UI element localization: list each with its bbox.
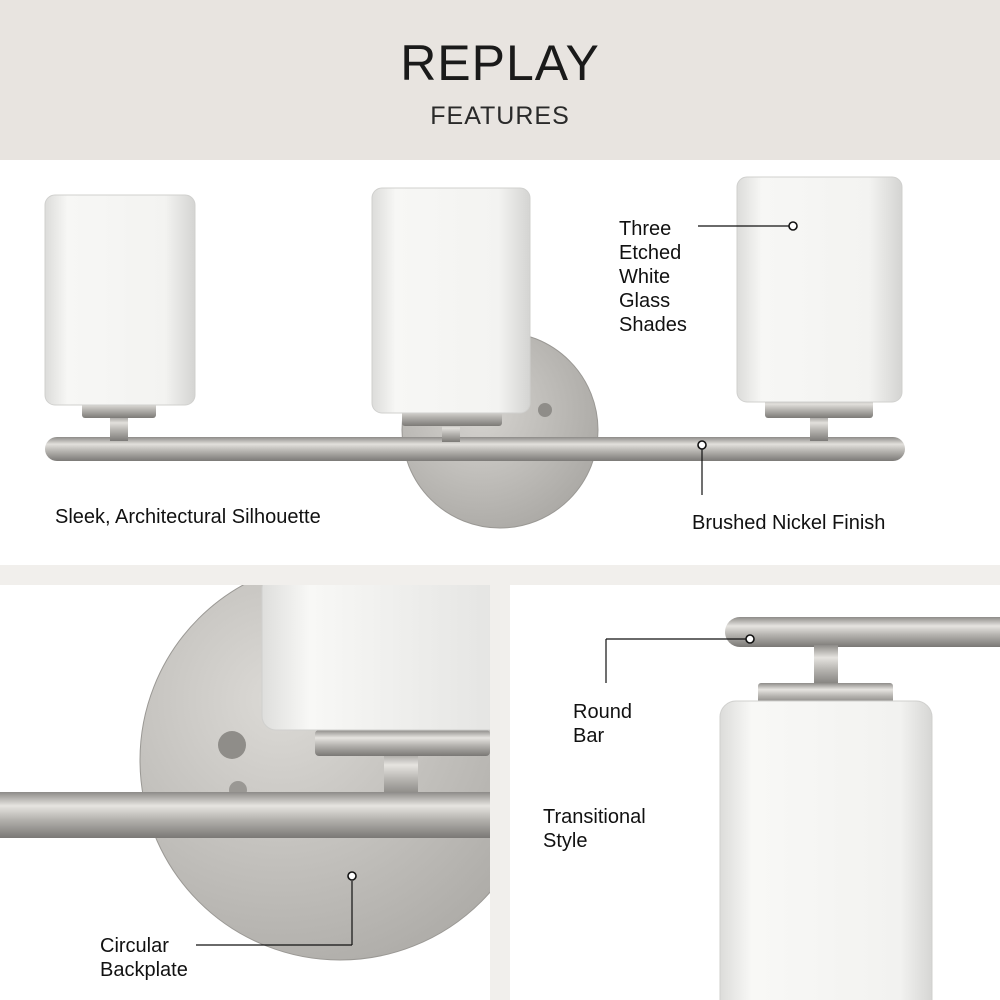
shade-holder (758, 683, 893, 705)
callout-style: Transitional Style (543, 806, 646, 852)
fixture-overview-panel: Three Etched White Glass Shades Sleek, A… (0, 160, 1000, 565)
shade-holder (315, 730, 490, 756)
header-banner: REPLAY FEATURES (0, 0, 1000, 160)
glass-shade (261, 585, 490, 731)
glass-shade (719, 700, 933, 1000)
glass-shade (371, 187, 531, 414)
callout-backplate: Circular Backplate (100, 935, 188, 981)
stem (384, 750, 418, 800)
page-title: REPLAY (400, 35, 600, 91)
fixture-overview-image (44, 176, 905, 529)
stem (810, 415, 828, 441)
mount-screw (218, 731, 246, 759)
callout-dot-shades (788, 221, 798, 231)
callout-round-bar: Round Bar (573, 701, 632, 747)
glass-shade (44, 194, 196, 406)
bar-detail-image (605, 617, 1000, 1000)
callout-dot-bar (745, 634, 755, 644)
glass-shade (736, 176, 903, 403)
mount-screw (538, 403, 552, 417)
round-bar (45, 437, 905, 461)
bar-detail-panel: Round Bar Transitional Style (510, 585, 1000, 1000)
shade-holder (765, 398, 873, 418)
round-bar (0, 792, 490, 838)
stem (814, 645, 838, 687)
backplate-detail-image (0, 585, 490, 961)
callout-dot-finish (697, 440, 707, 450)
callout-finish: Brushed Nickel Finish (692, 512, 886, 534)
callout-shades: Three Etched White Glass Shades (619, 218, 687, 336)
backplate-detail-panel: Circular Backplate (0, 585, 490, 1000)
callout-dot-backplate (347, 871, 357, 881)
stem (110, 415, 128, 441)
callout-silhouette: Sleek, Architectural Silhouette (55, 506, 321, 528)
round-bar (725, 617, 1000, 647)
stem (442, 422, 460, 442)
page-subtitle: FEATURES (430, 102, 570, 130)
